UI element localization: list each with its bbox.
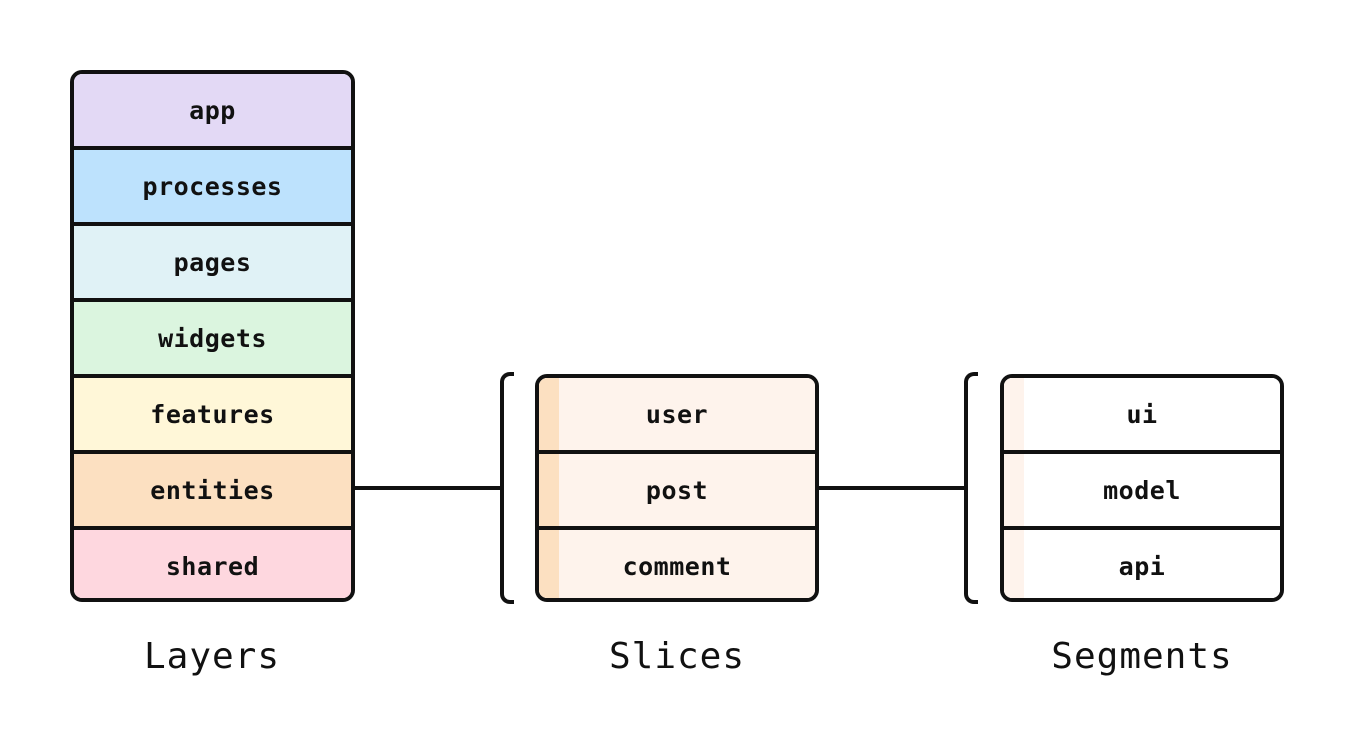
layer-app: app [74, 74, 351, 146]
segment-api: api [1004, 526, 1280, 598]
layer-label: app [189, 95, 236, 125]
slice-stripe [539, 378, 559, 450]
segment-label: model [1103, 475, 1181, 505]
segment-stripe [1004, 530, 1024, 598]
segment-ui: ui [1004, 378, 1280, 450]
layer-processes: processes [74, 146, 351, 222]
slice-user: user [539, 378, 815, 450]
layer-pages: pages [74, 222, 351, 298]
slice-post: post [539, 450, 815, 526]
layer-label: features [150, 399, 275, 429]
segment-label: api [1118, 551, 1166, 581]
layers-caption: Layers [143, 636, 281, 677]
segments-caption: Segments [1051, 636, 1233, 677]
layer-label: processes [142, 171, 283, 201]
slice-stripe [539, 530, 559, 598]
segment-label: ui [1126, 399, 1158, 429]
segment-stripe [1004, 378, 1024, 450]
segment-model: model [1004, 450, 1280, 526]
segment-stripe [1004, 454, 1024, 526]
slices-to-segments-connector [819, 486, 966, 490]
slice-comment: comment [539, 526, 815, 598]
layers-stack: app processes pages widgets features ent… [70, 70, 355, 602]
slice-label: comment [622, 551, 732, 581]
slices-caption: Slices [608, 636, 746, 677]
layers-to-slices-connector [355, 486, 501, 490]
layer-features: features [74, 374, 351, 450]
slice-stripe [539, 454, 559, 526]
layer-label: widgets [158, 323, 267, 353]
segments-bracket [964, 372, 978, 604]
slices-stack: user post comment [535, 374, 819, 602]
segments-stack: ui model api [1000, 374, 1284, 602]
slice-label: post [645, 475, 709, 505]
layer-label: pages [173, 247, 252, 277]
layer-label: shared [165, 551, 260, 581]
slice-label: user [645, 399, 709, 429]
slices-bracket [500, 372, 514, 604]
layer-widgets: widgets [74, 298, 351, 374]
layer-entities: entities [74, 450, 351, 526]
layer-shared: shared [74, 526, 351, 598]
layer-label: entities [150, 475, 275, 505]
